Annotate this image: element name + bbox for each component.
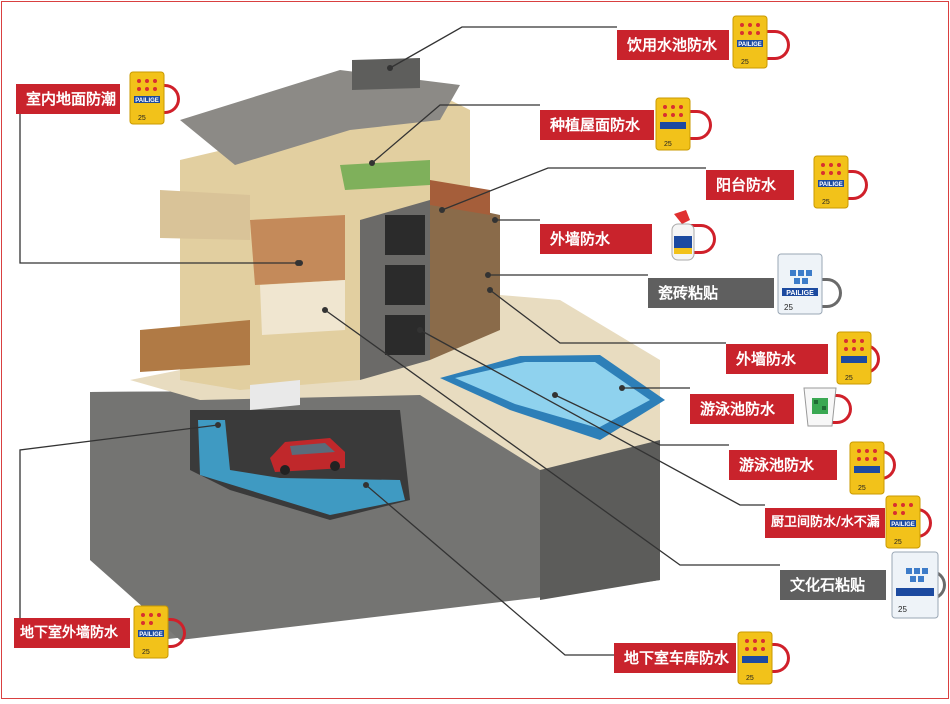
label-tail <box>832 394 852 424</box>
front-balcony <box>140 320 250 372</box>
side-balcony <box>430 180 490 215</box>
label-indoor-floor: 室内地面防潮 <box>16 84 120 114</box>
label-tail <box>822 278 842 308</box>
label-tile-bonding: 瓷砖粘贴 <box>648 278 774 308</box>
svg-text:25: 25 <box>138 115 146 122</box>
product-bag-icon: PAILIGE 25 <box>129 71 165 125</box>
label-outer-wall-2: 外墙防水 <box>726 344 828 374</box>
label-balcony: 阳台防水 <box>706 170 794 200</box>
product-bag-icon: PAILIGE 25 <box>885 495 921 549</box>
label-kitchen-bath: 厨卫间防水/水不漏 <box>765 508 885 538</box>
label-culture-stone: 文化石粘贴 <box>780 570 886 600</box>
label-basement-garage: 地下室车库防水 <box>614 643 736 673</box>
svg-text:25: 25 <box>894 539 902 546</box>
label-outer-wall-1: 外墙防水 <box>540 224 652 254</box>
roof-garden <box>340 160 430 190</box>
water-tank <box>352 58 420 90</box>
brick-wall <box>430 200 500 360</box>
product-bag-icon: 25 <box>737 631 773 685</box>
svg-text:25: 25 <box>746 675 754 682</box>
label-tail <box>838 170 868 200</box>
label-tail <box>688 224 716 254</box>
svg-text:25: 25 <box>822 199 830 206</box>
label-tail <box>682 110 712 140</box>
product-bag-icon: PAILIGE 25 <box>133 605 169 659</box>
window <box>385 265 425 305</box>
svg-text:25: 25 <box>858 485 866 492</box>
label-tail <box>768 643 790 673</box>
svg-text:25: 25 <box>142 649 150 656</box>
spray-bottle-icon <box>671 210 695 261</box>
label-roof-garden: 种植屋面防水 <box>540 110 654 140</box>
product-bag-icon: PAILIGE 25 <box>813 155 849 209</box>
label-tail <box>760 30 790 60</box>
ground-side-face <box>540 440 660 600</box>
svg-text:25: 25 <box>845 375 853 382</box>
main-roof <box>180 70 460 165</box>
yard-surface <box>130 295 660 470</box>
product-bag-icon: 25 <box>891 551 939 619</box>
svg-text:25: 25 <box>741 59 749 66</box>
window <box>385 215 425 255</box>
label-basement-wall: 地下室外墙防水 <box>14 618 130 648</box>
svg-text:25: 25 <box>784 303 793 312</box>
svg-text:PAILIGE: PAILIGE <box>819 182 843 188</box>
label-tail <box>160 618 186 648</box>
bathroom <box>260 280 345 335</box>
product-bag-icon: 25 <box>655 97 691 151</box>
label-pool-2: 游泳池防水 <box>729 450 837 480</box>
svg-text:25: 25 <box>664 141 672 148</box>
bucket-icon <box>803 387 837 427</box>
basement-waterproof-layer <box>198 420 405 515</box>
interior-room <box>250 215 345 285</box>
label-tail <box>912 508 932 538</box>
product-bag-icon: PAILIGE 25 <box>777 253 823 315</box>
window <box>385 315 425 355</box>
car <box>270 438 345 475</box>
svg-text:PAILIGE: PAILIGE <box>891 522 915 528</box>
product-bag-icon: 25 <box>849 441 885 495</box>
product-bag-icon: PAILIGE 25 <box>732 15 768 69</box>
upper-balcony <box>160 190 250 240</box>
label-pool-1: 游泳池防水 <box>690 394 794 424</box>
svg-text:PAILIGE: PAILIGE <box>786 290 814 297</box>
svg-text:PAILIGE: PAILIGE <box>139 632 163 638</box>
svg-text:PAILIGE: PAILIGE <box>738 42 762 48</box>
label-tail <box>876 450 896 480</box>
svg-text:25: 25 <box>898 605 907 614</box>
label-drinking-pool: 饮用水池防水 <box>617 30 729 60</box>
product-bag-icon: 25 <box>836 331 872 385</box>
front-steps <box>250 380 300 410</box>
svg-text:PAILIGE: PAILIGE <box>135 98 159 104</box>
